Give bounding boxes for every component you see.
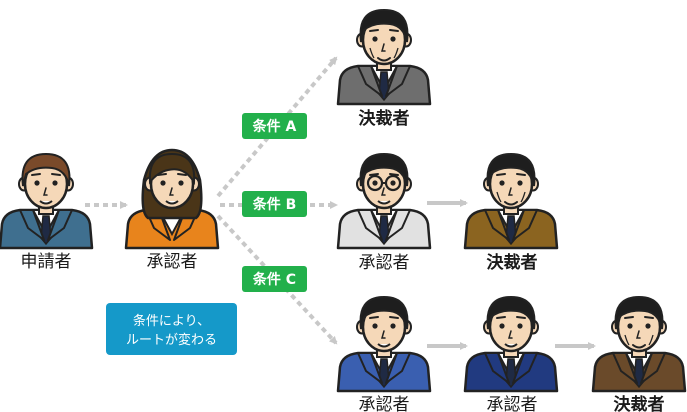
route-note-line1: 条件により、 bbox=[133, 313, 210, 329]
condition-c-badge: 条件 C bbox=[242, 266, 307, 292]
route-a-decider-person bbox=[336, 8, 432, 106]
condition-b-badge: 条件 B bbox=[242, 191, 307, 217]
condition-b-badge-bg bbox=[242, 191, 307, 217]
approver-person bbox=[124, 148, 220, 250]
applicant-person bbox=[0, 152, 94, 250]
condition-c-text: 条件 C bbox=[252, 271, 296, 288]
route-b-decider-person bbox=[463, 152, 559, 250]
condition-c-badge-bg bbox=[242, 266, 307, 292]
route-c-approver2-person bbox=[463, 295, 559, 393]
route-c-decider-label: 決裁者 bbox=[614, 394, 665, 412]
route-c-decider-person bbox=[591, 295, 687, 393]
applicant-label: 申請者 bbox=[21, 252, 72, 272]
route-note-line2: ルートが変わる bbox=[126, 332, 217, 348]
condition-a-text: 条件 A bbox=[252, 118, 297, 135]
route-c-approver1-label: 承認者 bbox=[359, 395, 410, 412]
approver-label: 承認者 bbox=[147, 252, 198, 272]
route-c-approver2-label: 承認者 bbox=[487, 395, 538, 412]
route-b-decider-label: 決裁者 bbox=[487, 252, 538, 273]
route-c-approver1-person bbox=[336, 295, 432, 393]
route-note-bg bbox=[106, 303, 237, 355]
route-b-approver-label: 承認者 bbox=[359, 253, 410, 273]
arrow-route-c bbox=[216, 214, 338, 345]
route-a-decider-label: 決裁者 bbox=[359, 108, 410, 129]
condition-a-badge-bg bbox=[242, 113, 307, 139]
route-b-approver-person bbox=[336, 152, 432, 250]
route-note-box: 条件により、 ルートが変わる bbox=[106, 303, 237, 355]
condition-b-text: 条件 B bbox=[252, 196, 297, 213]
condition-a-badge: 条件 A bbox=[242, 113, 307, 139]
